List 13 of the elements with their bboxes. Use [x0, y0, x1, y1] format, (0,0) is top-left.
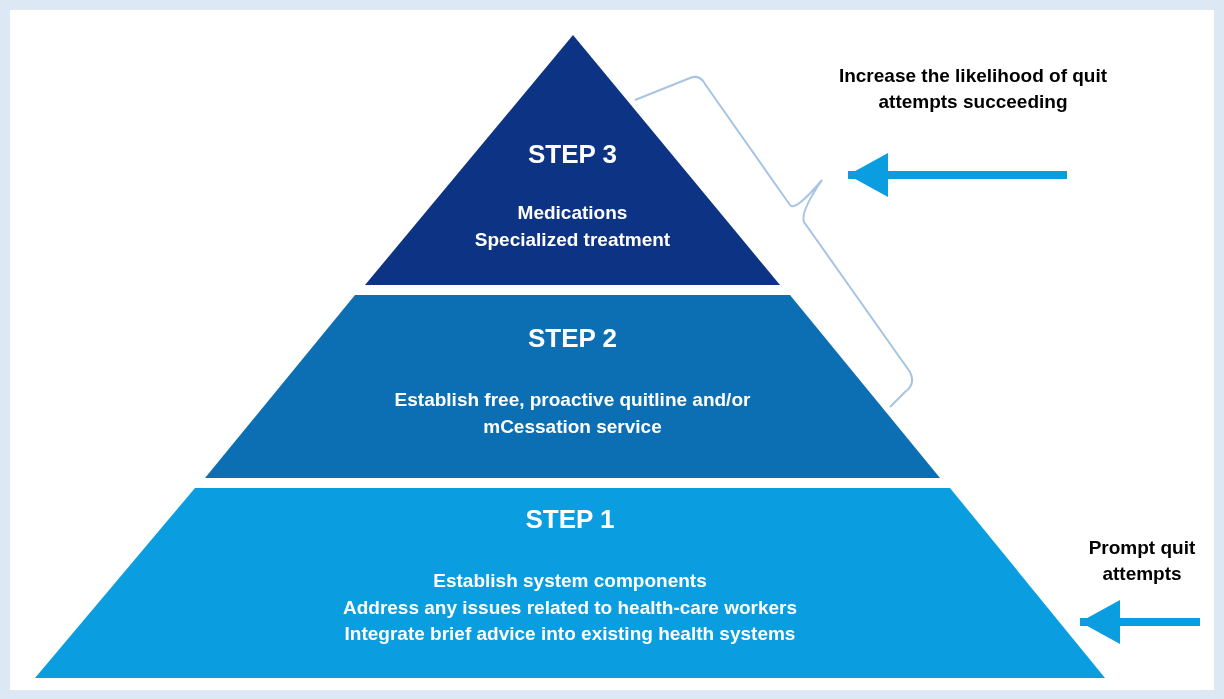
step-item: Medications [516, 201, 629, 225]
step-title: STEP 2 [526, 325, 619, 352]
annotation-text: Increase the likelihood of quit attempts succeeding [837, 64, 1109, 114]
step-item: Specialized treatment [473, 228, 672, 252]
step-title: STEP 1 [524, 506, 616, 532]
step-item: Address any issues related to health-care workers [341, 596, 799, 620]
step-item: Integrate brief advice into existing health systems [343, 622, 797, 646]
step-item: Establish free, proactive quitline and/or mCessation service [393, 388, 752, 439]
pyramid-level [205, 295, 940, 478]
step-item: Establish system components [432, 569, 708, 593]
pyramid-level [365, 35, 780, 285]
step-title: STEP 3 [526, 141, 619, 167]
annotation-text: Prompt quit attempts [1087, 536, 1197, 586]
